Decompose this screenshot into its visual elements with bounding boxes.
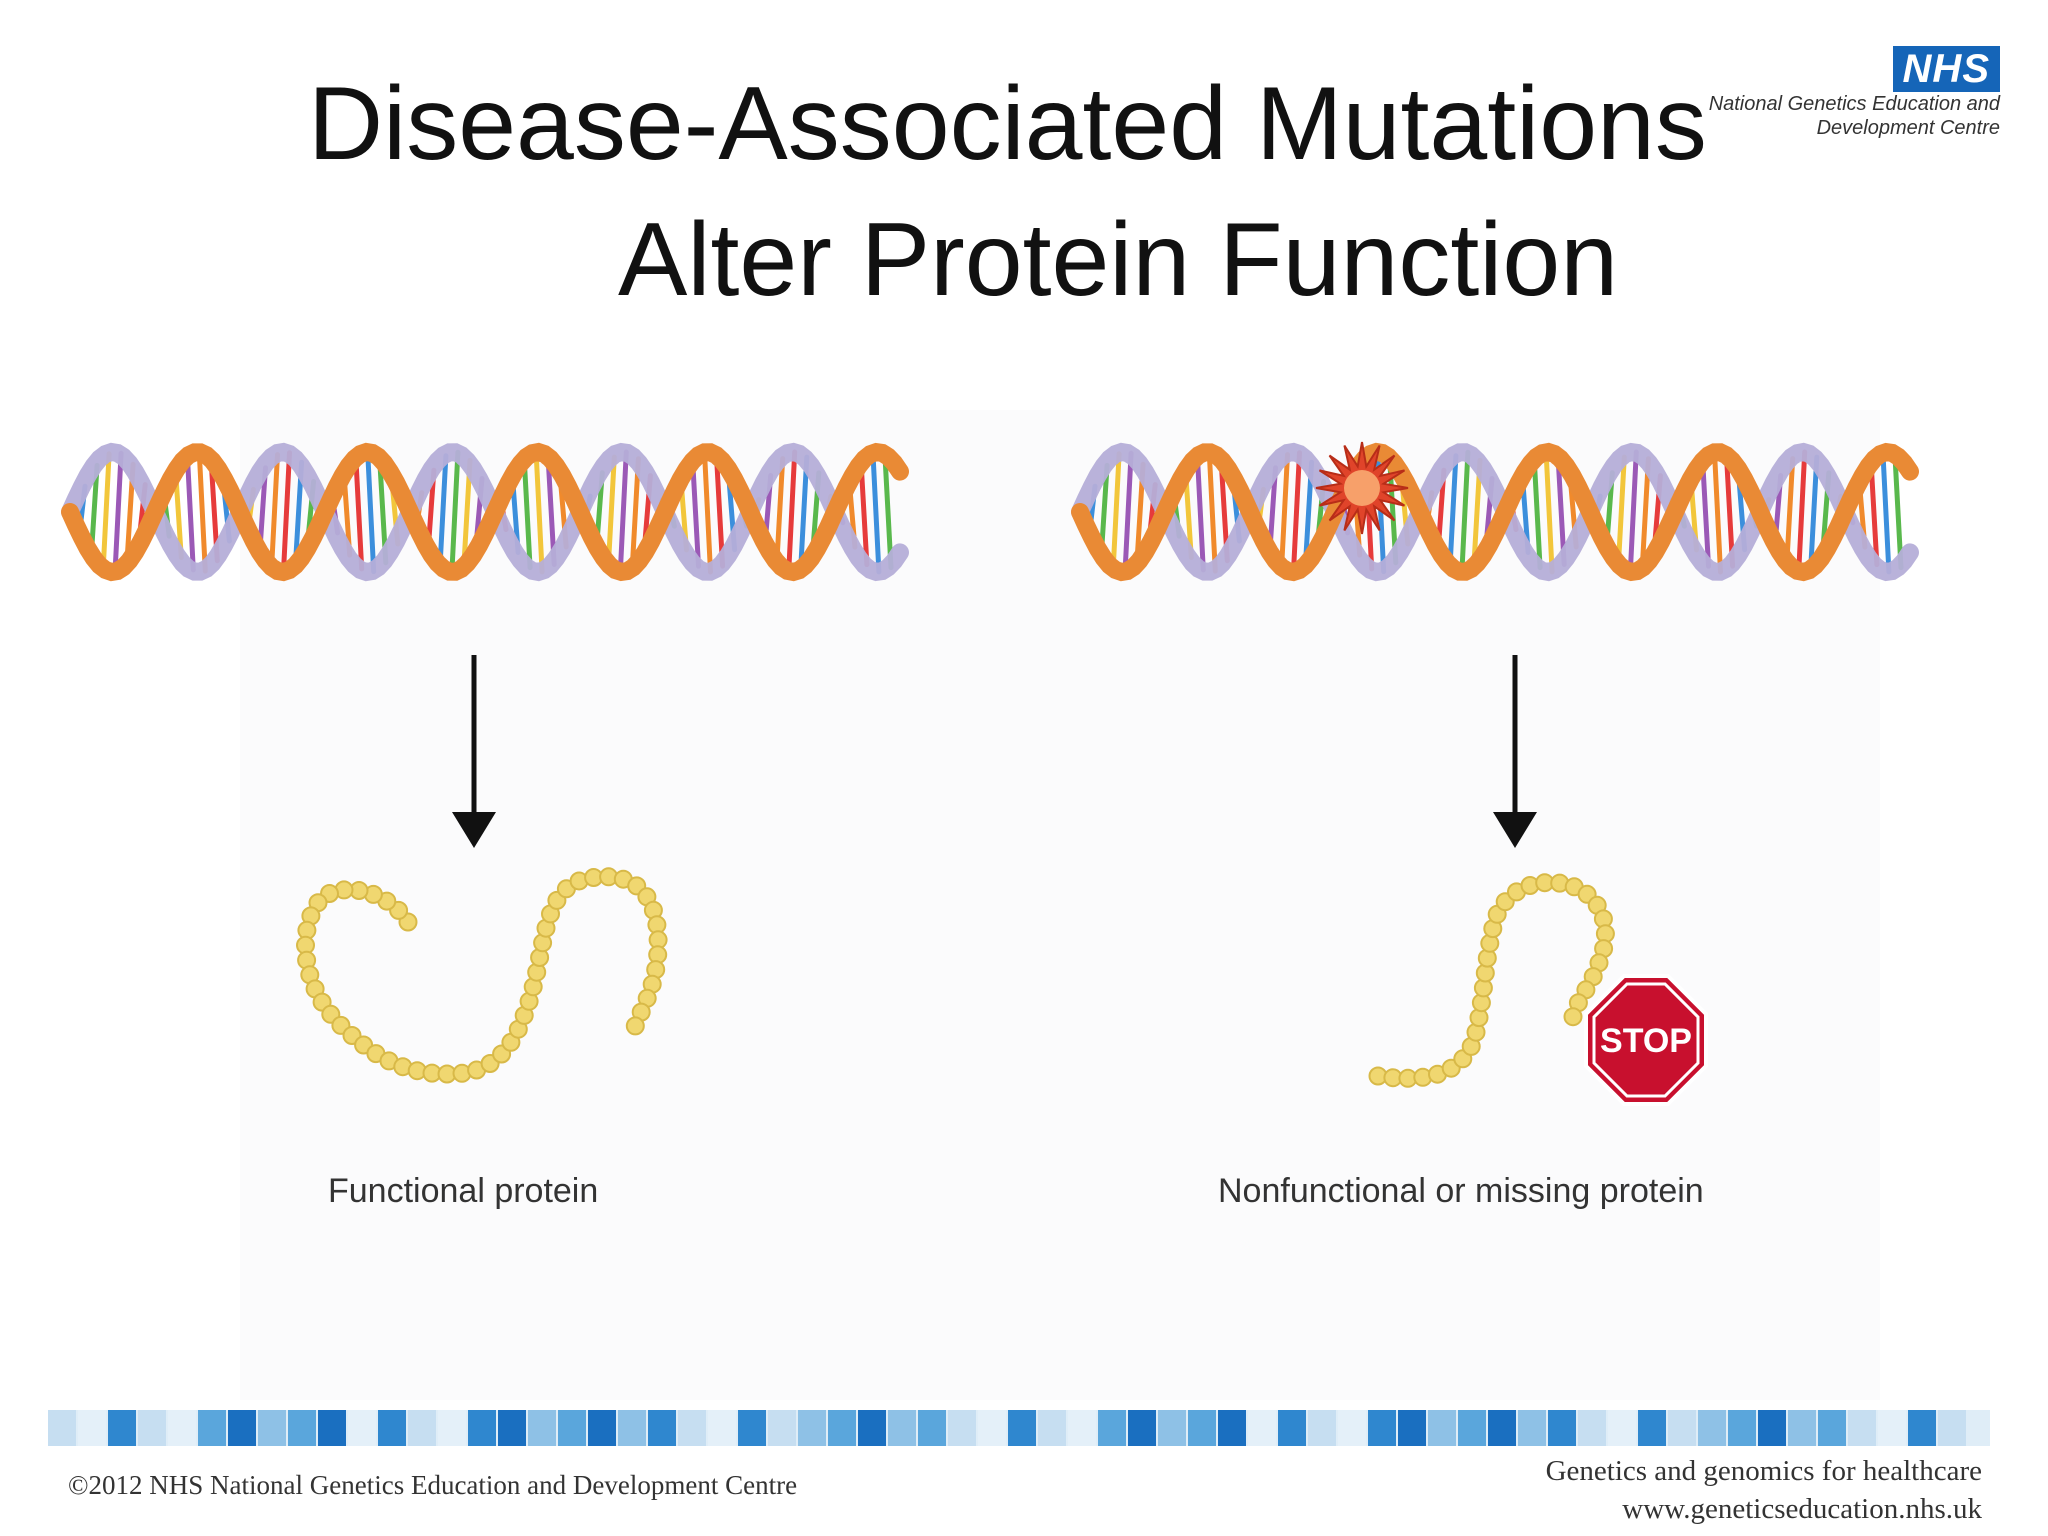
arrow-down-icon <box>452 655 496 848</box>
mutation-burst-icon <box>1315 441 1409 535</box>
nhs-logo: NHS National Genetics Education and Deve… <box>1680 46 2000 150</box>
copyright-text: ©2012 NHS National Genetics Education an… <box>68 1470 798 1500</box>
stop-sign-icon: STOP <box>1584 974 1708 1106</box>
nonfunctional-protein-caption: Nonfunctional or missing protein <box>1218 1172 1704 1210</box>
dna-helix-mutated <box>1071 442 1919 582</box>
footer-url: www.geneticseducation.nhs.uk <box>1622 1493 1982 1525</box>
nhs-badge: NHS <box>1892 46 2000 92</box>
footer-pattern-bar <box>48 1410 1990 1446</box>
functional-protein-caption: Functional protein <box>328 1172 599 1210</box>
footer-branding: Genetics and genomics for healthcare www… <box>1546 1452 1982 1528</box>
stop-sign-label: STOP <box>1600 1022 1692 1060</box>
logo-line-1: National Genetics Education and <box>1708 93 2000 115</box>
slide-title-line-2: Alter Protein Function <box>618 202 1619 318</box>
slide-title-line-1: Disease-Associated Mutations <box>308 66 1707 182</box>
functional-protein-chain <box>296 867 668 1084</box>
arrow-down-icon <box>1493 655 1537 848</box>
dna-helix-normal <box>61 442 909 582</box>
logo-line-2: Development Centre <box>1816 117 2000 139</box>
truncated-protein-chain <box>1368 873 1615 1088</box>
footer-tagline: Genetics and genomics for healthcare <box>1545 1455 1982 1487</box>
